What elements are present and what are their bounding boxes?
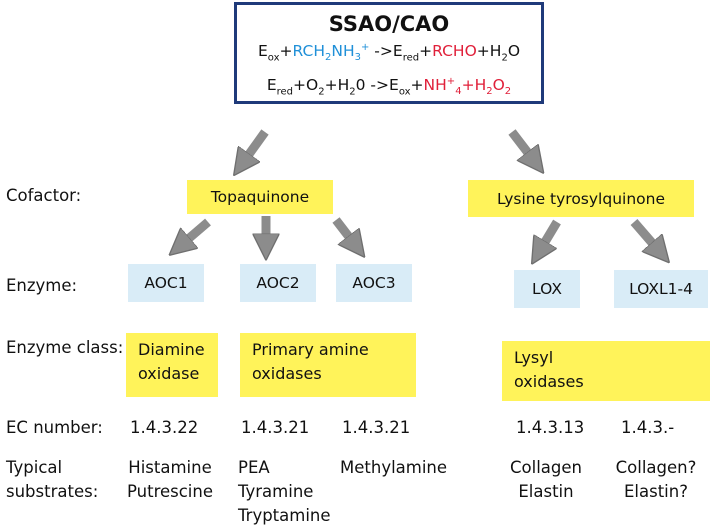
class-diamine-oxidase: Diamine oxidase — [126, 333, 218, 397]
arrow-to-loxl — [630, 219, 660, 252]
arrow-to-aoc3 — [332, 217, 356, 246]
substrates-loxl: Collagen? Elastin? — [615, 458, 697, 501]
ec-aoc2: 1.4.3.21 — [241, 418, 310, 437]
ec-aoc3: 1.4.3.21 — [342, 418, 411, 437]
label-substrates: substrates: — [6, 482, 99, 501]
label-ec-number: EC number: — [6, 418, 103, 437]
substrates-aoc3: Methylamine — [340, 458, 448, 477]
cofactor-lysine-tyrosylquinone: Lysine tyrosylquinone — [468, 180, 694, 217]
enzyme-loxl1-4: LOXL1-4 — [614, 270, 708, 308]
reaction-2: Ered+O2+H20 ->Eox+NH+4+H2O2 — [266, 76, 512, 98]
label-enzyme-class: Enzyme class: — [6, 338, 124, 357]
label-cofactor: Cofactor: — [6, 186, 82, 205]
substrates-aoc2: PEA Tyramine Tryptamine — [238, 458, 331, 525]
class-lysyl-oxidases: Lysyl oxidases — [502, 341, 710, 401]
ec-loxl: 1.4.3.- — [621, 418, 675, 437]
arrow-to-aoc1 — [180, 218, 211, 246]
cofactor-topaquinone: Topaquinone — [187, 180, 333, 214]
reaction-1: Eox+RCH2NH3+ ->Ered+RCHO+H2O — [257, 42, 521, 64]
arrow-to-lysine-tyrosylquinone — [508, 129, 535, 162]
ec-aoc1: 1.4.3.22 — [130, 418, 199, 437]
enzyme-aoc2: AOC2 — [240, 264, 316, 302]
ssao-cao-box: SSAO/CAO Eox+RCH2NH3+ ->Ered+RCHO+H2O Er… — [234, 2, 544, 104]
substrates-lox: Collagen Elastin — [510, 458, 582, 501]
arrow-to-lox — [539, 219, 561, 252]
substrates-aoc1: Histamine Putrescine — [126, 458, 214, 501]
diagram-title: SSAO/CAO — [328, 12, 450, 36]
class-primary-amine-oxidases: Primary amine oxidases — [240, 333, 416, 397]
label-enzyme: Enzyme: — [6, 276, 78, 295]
enzyme-lox: LOX — [514, 270, 580, 308]
label-typical: Typical — [6, 458, 63, 477]
enzyme-aoc1: AOC1 — [128, 264, 204, 302]
arrow-to-topaquinone — [242, 129, 269, 164]
ec-lox: 1.4.3.13 — [516, 418, 585, 437]
enzyme-aoc3: AOC3 — [336, 264, 412, 302]
